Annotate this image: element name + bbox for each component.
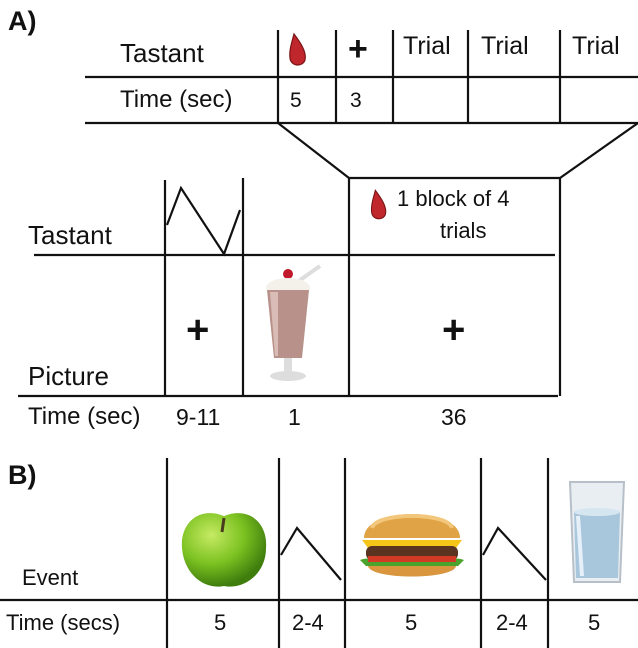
top-tastant-label: Tastant (120, 38, 204, 68)
bottom-time-label: Time (sec) (28, 403, 141, 430)
block-text-line1: 1 block of 4 (397, 186, 510, 211)
time-fixation: 9-11 (176, 404, 221, 430)
trial-label-2: Trial (481, 32, 529, 60)
fixation-plus-1: + (186, 308, 210, 352)
time-block: 36 (441, 404, 467, 430)
time-picture: 1 (288, 404, 301, 430)
event-label: Event (22, 565, 79, 590)
time-event-5: 5 (588, 610, 601, 635)
top-time-drop: 5 (290, 89, 302, 112)
apple-image (181, 513, 267, 587)
water-glass-image (568, 481, 626, 583)
picture-label: Picture (28, 361, 109, 391)
top-plus-symbol: + (348, 30, 368, 68)
top-time-plus: 3 (350, 89, 362, 112)
drop-icon (289, 32, 306, 66)
milkshake-image (266, 264, 322, 381)
panel-b-label: B) (8, 460, 37, 490)
time-event-3: 5 (405, 610, 418, 635)
burger-image (360, 514, 464, 577)
trial-label-1: Trial (403, 32, 451, 60)
block-text-line2: trials (440, 218, 487, 243)
fixation-plus-2: + (442, 308, 466, 352)
panel-a-label: A) (8, 6, 37, 36)
top-time-label: Time (sec) (120, 86, 233, 113)
trial-label-3: Trial (572, 32, 620, 60)
bottom-tastant-label: Tastant (28, 220, 112, 250)
drop-icon (370, 189, 387, 220)
time-event-1: 5 (214, 610, 227, 635)
time-event-2: 2-4 (292, 610, 324, 635)
time-event-4: 2-4 (496, 610, 528, 635)
panel-b-time-label: Time (secs) (6, 610, 121, 635)
